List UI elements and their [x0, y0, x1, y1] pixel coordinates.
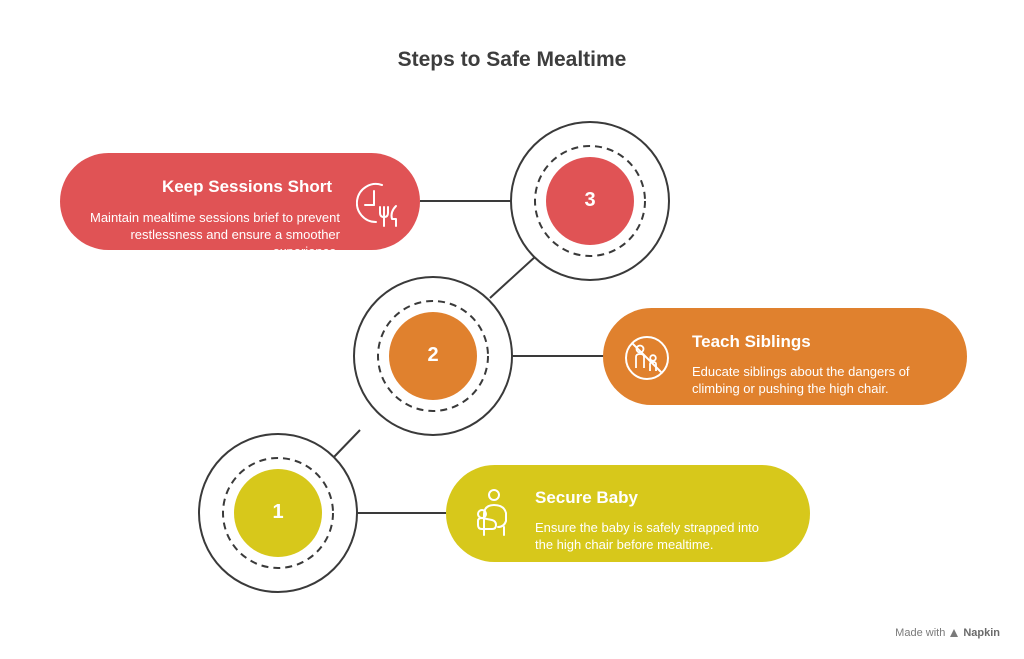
- connector-1-2: [332, 429, 361, 459]
- step-card-2: Teach Siblings Educate siblings about th…: [603, 308, 967, 405]
- dashed-ring-2: [377, 300, 489, 412]
- parent-holding-baby-icon: [477, 489, 507, 536]
- dashed-ring-3: [534, 145, 646, 257]
- step-circle-2: [389, 312, 477, 400]
- made-with-label: Made with: [895, 627, 946, 639]
- dashed-ring-1: [222, 457, 334, 569]
- napkin-watermark: Made with Napkin: [895, 627, 1000, 639]
- step-circle-1: [234, 469, 322, 557]
- step-description-1: Ensure the baby is safely strapped into …: [535, 520, 760, 552]
- step-number-2: 2: [427, 344, 439, 366]
- napkin-brand-label: Napkin: [963, 627, 1000, 639]
- step-title-3: Keep Sessions Short: [161, 177, 332, 196]
- step-number-3: 3: [584, 189, 596, 211]
- step-card-1: Secure Baby Ensure the baby is safely st…: [446, 465, 810, 562]
- diagram-title: Steps to Safe Mealtime: [397, 48, 627, 71]
- no-children-icon: [625, 336, 669, 380]
- cutlery-clock-icon: [356, 183, 397, 227]
- connector-2-3: [489, 255, 537, 299]
- step-title-2: Teach Siblings: [692, 332, 811, 351]
- step-description-3: Maintain mealtime sessions brief to prev…: [90, 210, 341, 250]
- step-number-1: 1: [272, 501, 284, 523]
- napkin-logo-icon: [950, 629, 959, 637]
- step-title-1: Secure Baby: [535, 488, 638, 507]
- step-circle-3: [546, 157, 634, 245]
- step-description-2: Educate siblings about the dangers of cl…: [692, 364, 910, 396]
- step-card-3: Keep Sessions Short Maintain mealtime se…: [60, 153, 420, 250]
